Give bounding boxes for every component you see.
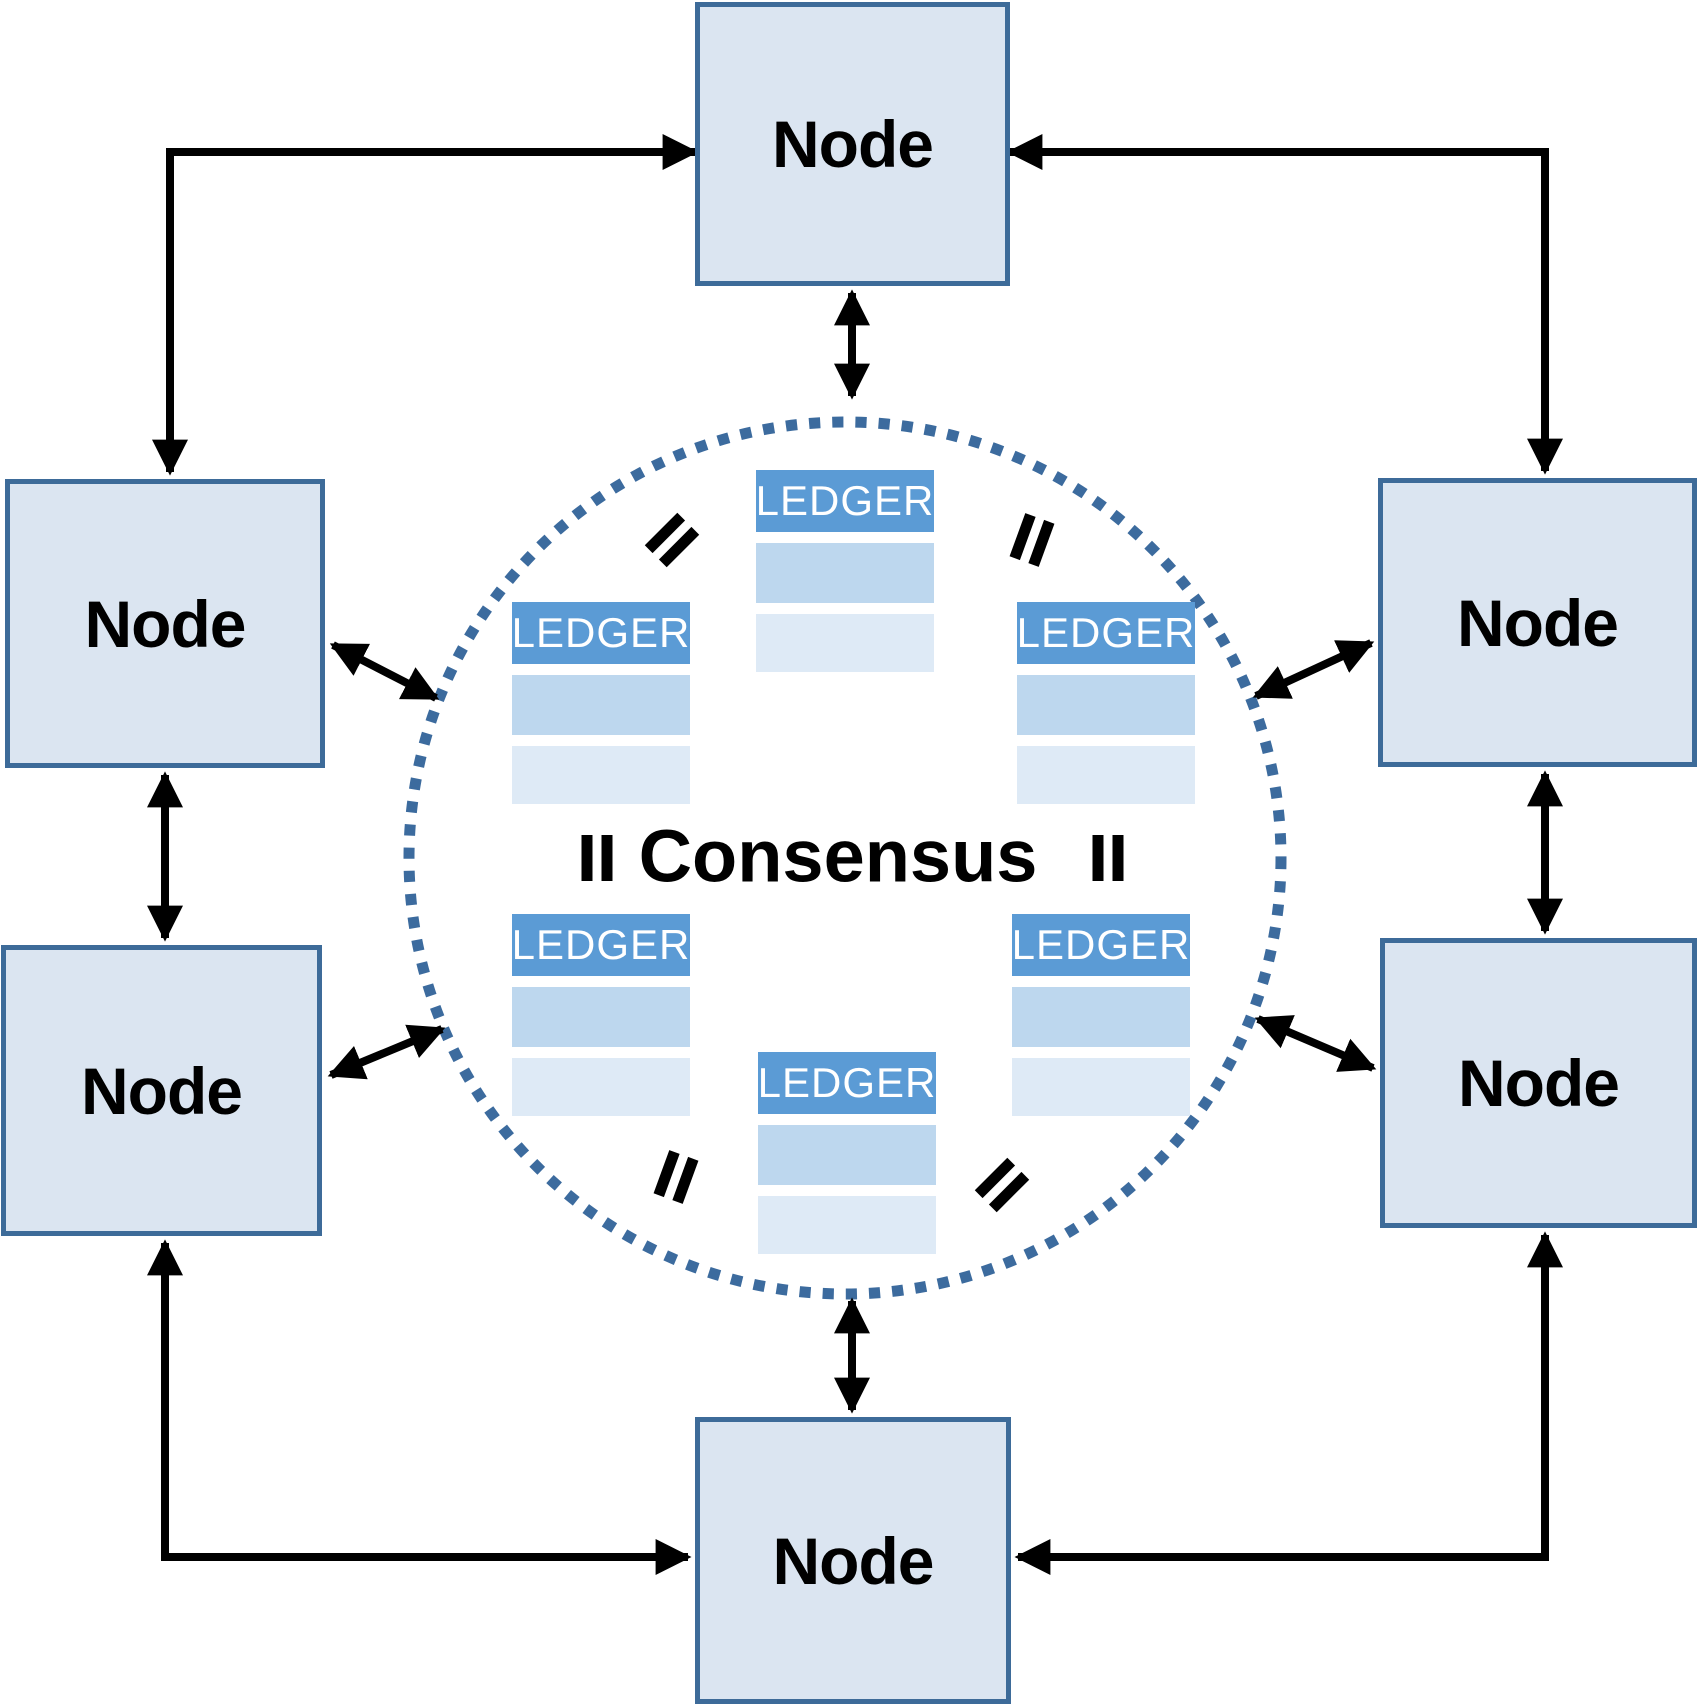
ledger-row [758,1125,936,1185]
node-box-left-bottom: Node [1,945,322,1236]
ledger-row [512,1058,690,1116]
arrow-bottom-left-elbow [147,1239,692,1575]
node-box-right-bottom: Node [1380,938,1697,1228]
ledger-label: LEDGER [1011,921,1191,968]
node-label: Node [1457,585,1619,660]
ledger-table-bottom: LEDGER [758,1052,936,1254]
arrow-left-bottom-diagonal [327,1024,446,1080]
ledger-row [1012,1058,1190,1116]
arrow-left-top-diagonal [329,641,440,702]
node-label: Node [772,1523,935,1598]
consensus-label: Consensus [638,814,1038,898]
ledger-table-low-left: LEDGER [512,914,690,1116]
ledger-table-mid-right: LEDGER [1017,602,1195,804]
arrow-top-right-elbow [1006,134,1563,475]
ledger-row [512,675,690,735]
ledger-row [1017,746,1195,804]
ledger-label: LEDGER [1016,609,1196,656]
ledger-header: LEDGER [758,1052,936,1114]
ledger-row [758,1196,936,1254]
ledger-header: LEDGER [512,914,690,976]
ledger-header: LEDGER [512,602,690,664]
ledger-table-low-right: LEDGER [1012,914,1190,1116]
ledger-label: LEDGER [511,921,691,968]
ledger-row [512,746,690,804]
ledger-header: LEDGER [1017,602,1195,664]
ledger-row [512,987,690,1047]
equals-icon [581,835,613,881]
ledger-header: LEDGER [756,470,934,532]
arrow-bottom-right-elbow [1014,1231,1563,1575]
arrow-top-left-elbow [152,134,699,476]
ledger-label: LEDGER [757,1059,937,1106]
node-label: Node [84,586,247,661]
node-box-top: Node [695,2,1010,286]
node-label: Node [1458,1046,1620,1120]
equals-icon [1092,835,1124,881]
node-box-bottom: Node [695,1417,1011,1704]
node-label: Node [81,1053,243,1128]
node-label: Node [772,107,934,181]
node-box-right-top: Node [1378,478,1697,767]
ledger-row [756,614,934,672]
ledger-row [756,543,934,603]
ledger-label: LEDGER [755,477,935,524]
ledger-row [1012,987,1190,1047]
ledger-table-mid-left: LEDGER [512,602,690,804]
arrow-right-bottom-diagonal [1254,1015,1377,1072]
ledger-table-top: LEDGER [756,470,934,672]
node-box-left-top: Node [5,479,325,768]
consensus-circle [403,416,1287,1300]
ledger-label: LEDGER [511,609,691,656]
ledger-header: LEDGER [1012,914,1190,976]
ledger-row [1017,675,1195,735]
arrow-right-top-diagonal [1252,639,1375,700]
